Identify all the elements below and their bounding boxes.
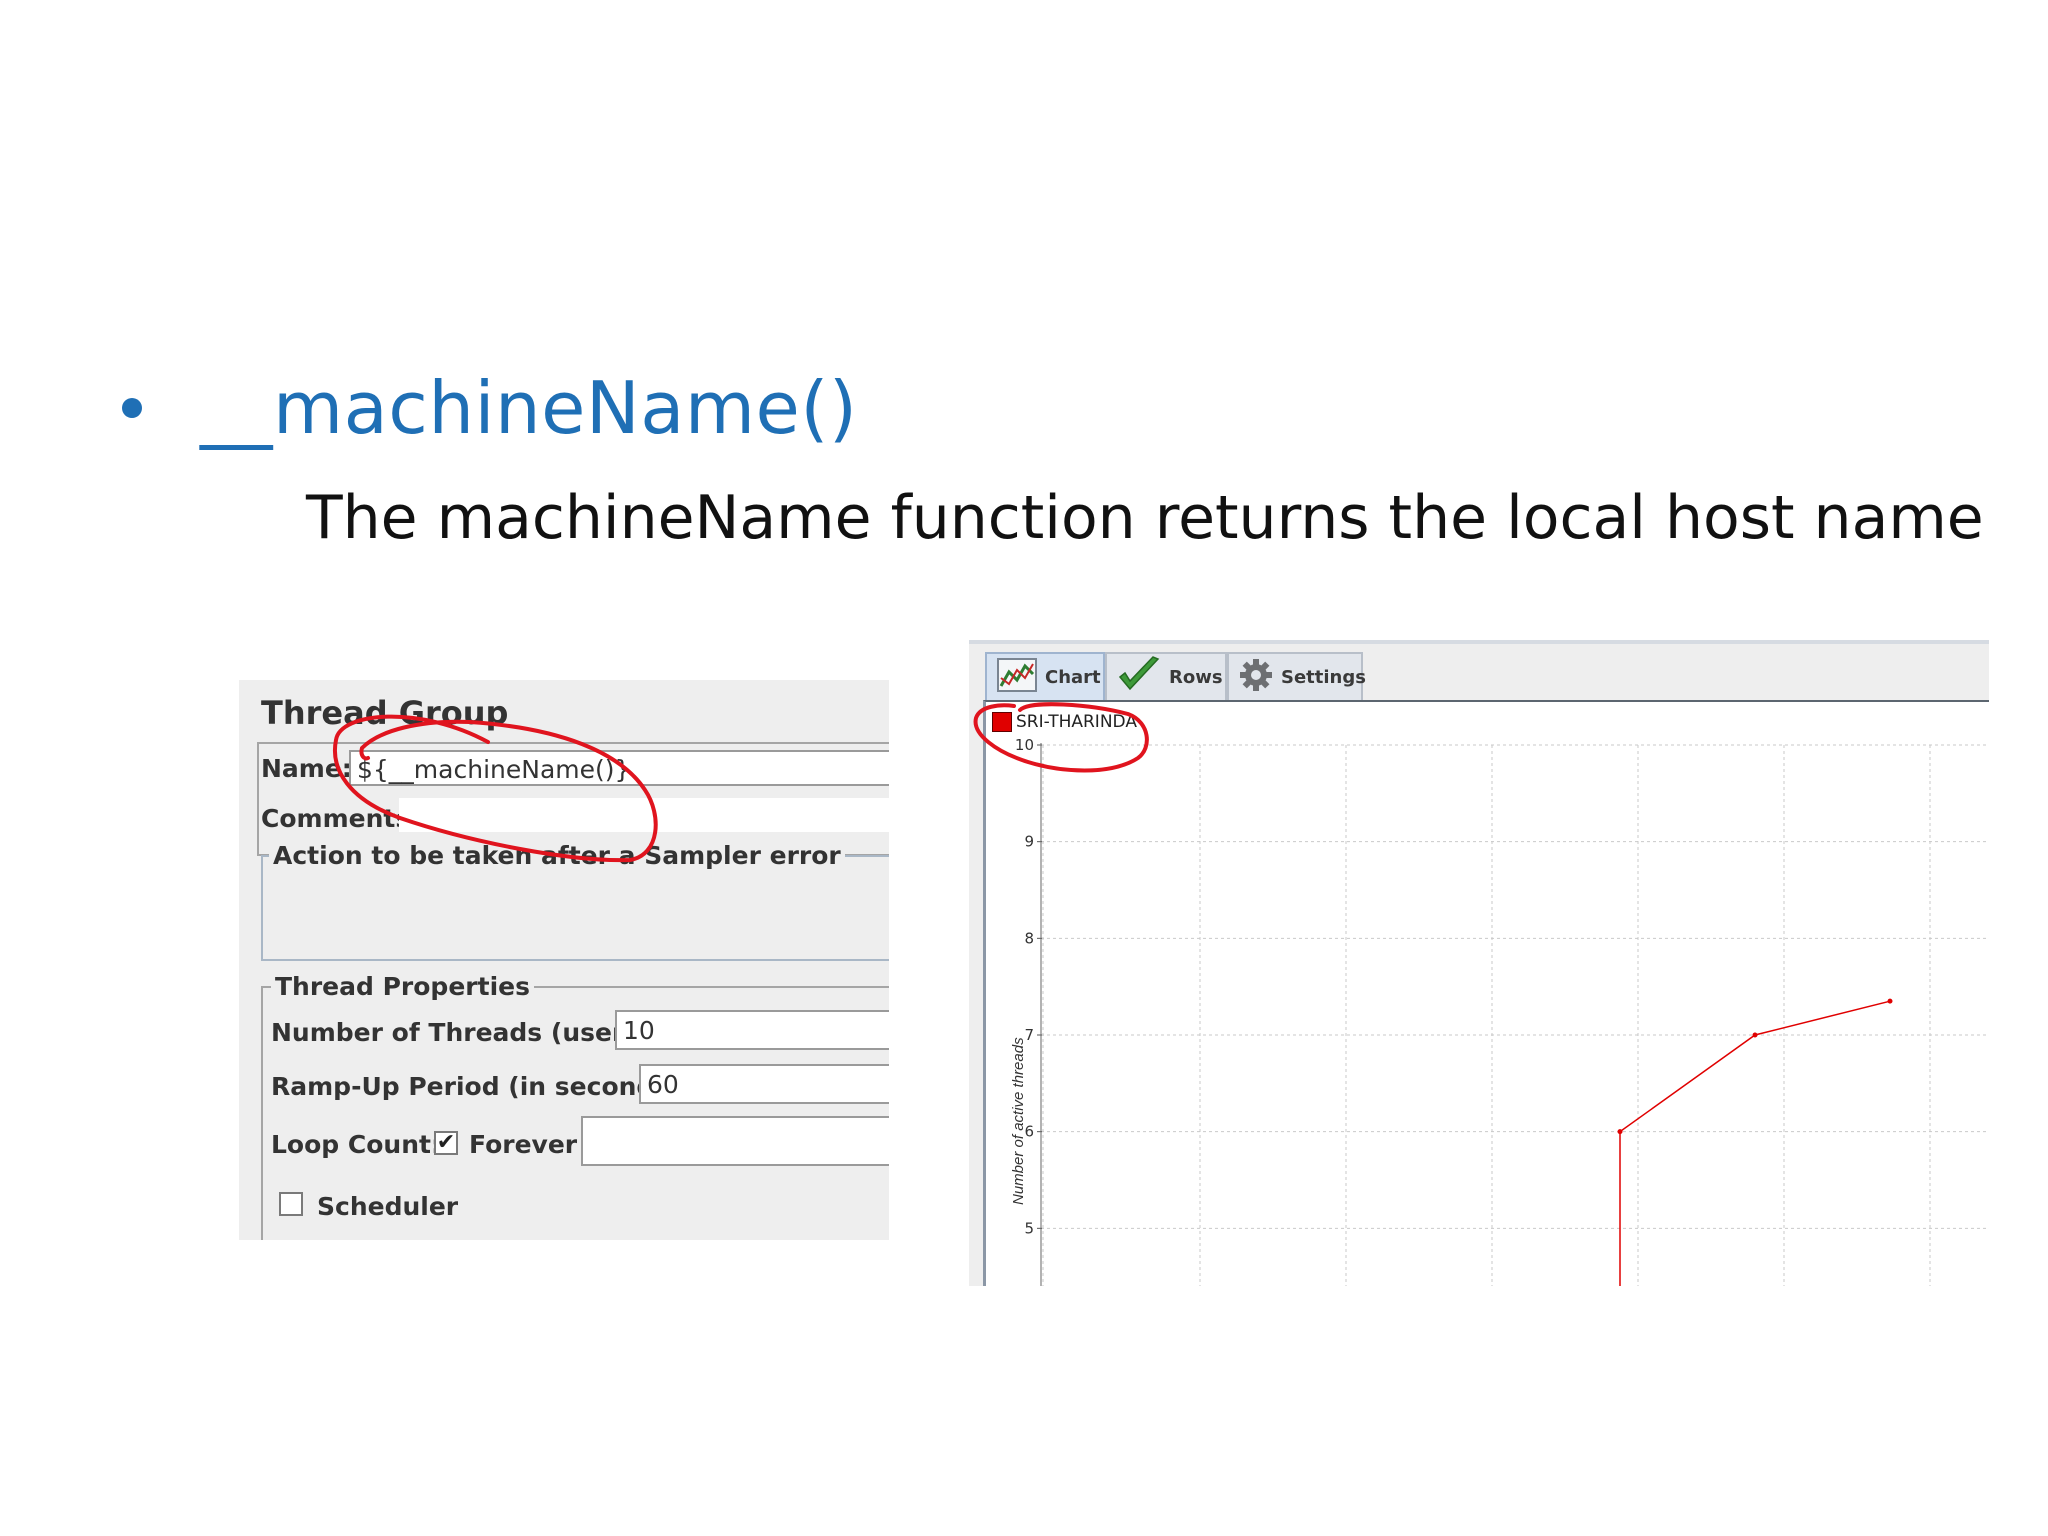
threads-input[interactable]: 10 (615, 1010, 889, 1050)
bullet-heading-row: __machineName() (122, 372, 858, 444)
comments-label: Comments: (261, 804, 421, 833)
thread-properties-legend: Thread Properties (271, 972, 534, 1001)
y-tick-label: 8 (1024, 929, 1034, 947)
chart-icon (997, 657, 1037, 697)
plot-frame: 10987654 (983, 700, 1989, 1286)
tab-chart-label: Chart (1045, 666, 1101, 688)
y-tick-label: 5 (1024, 1219, 1034, 1237)
sampler-error-fieldset (261, 855, 889, 961)
forever-label: Forever (469, 1130, 578, 1159)
scheduler-checkbox[interactable] (279, 1192, 303, 1216)
tab-settings-label: Settings (1281, 666, 1366, 688)
y-axis-title: Number of active threads (1010, 1037, 1027, 1205)
y-tick-label: 10 (1015, 736, 1034, 754)
rampup-input[interactable]: 60 (639, 1064, 889, 1104)
loop-count-input[interactable] (581, 1116, 889, 1166)
name-label: Name: (261, 754, 352, 783)
threads-label: Number of Threads (users): (271, 1018, 661, 1047)
tab-rows-label: Rows (1169, 666, 1223, 688)
rampup-label: Ramp-Up Period (in seconds): (271, 1072, 691, 1101)
comments-input[interactable] (399, 798, 889, 832)
slide-heading: __machineName() (200, 366, 858, 450)
y-tick-label: 6 (1024, 1123, 1034, 1141)
tab-chart[interactable]: Chart (985, 652, 1105, 700)
data-point (1887, 998, 1893, 1004)
legend-swatch (992, 712, 1012, 732)
y-tick-label: 9 (1024, 833, 1034, 851)
thread-group-title: Thread Group (261, 694, 509, 732)
checkmark-icon (1117, 655, 1161, 700)
series-line (1619, 1000, 1891, 1286)
data-point (1617, 1129, 1623, 1135)
scheduler-label: Scheduler (317, 1192, 459, 1221)
forever-checkbox[interactable]: ✔ (434, 1131, 458, 1155)
line-chart: 10987654 (1015, 736, 1989, 1286)
sampler-error-legend: Action to be taken after a Sampler error (269, 841, 845, 870)
legend-label: SRI-THARINDA (1016, 712, 1137, 732)
thread-group-panel: Thread Group Name: ${__machineName()} Co… (239, 680, 889, 1240)
slide-description: The machineName function returns the loc… (306, 483, 1984, 553)
name-input[interactable]: ${__machineName()} (349, 750, 889, 786)
panel-top-border (969, 640, 1989, 644)
loop-count-label: Loop Count: (271, 1130, 441, 1159)
tab-rows[interactable]: Rows (1105, 652, 1227, 700)
y-tick-label: 7 (1024, 1026, 1034, 1044)
bullet-icon (122, 398, 142, 418)
data-point (1752, 1032, 1758, 1038)
gear-icon (1239, 658, 1273, 697)
active-threads-chart-panel: Chart Rows (969, 640, 1989, 1286)
tab-settings[interactable]: Settings (1227, 652, 1366, 700)
